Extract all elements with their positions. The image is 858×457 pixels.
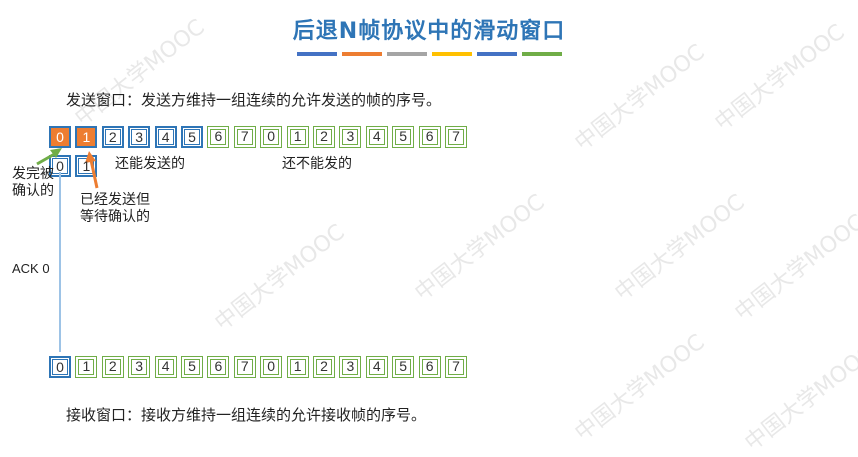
title-color-bar <box>342 52 382 56</box>
send-frame-cell: 1 <box>286 126 309 148</box>
recv-frame-seq: 3 <box>346 358 355 374</box>
green-arrow-head <box>50 148 62 158</box>
send-window-caption: 发送窗口：发送方维持一组连续的允许发送的帧的序号。 <box>66 91 442 109</box>
send-frame-cell: 2 <box>101 126 124 148</box>
recv-frame-seq: 4 <box>372 358 381 374</box>
send-frame-seq: 5 <box>399 128 408 144</box>
send-frame-seq: 6 <box>425 128 434 144</box>
send-frame-cell: 5 <box>392 126 415 148</box>
recv-frame-cell: 7 <box>233 356 256 378</box>
recv-frame-seq: 1 <box>293 358 302 374</box>
timeline-line <box>59 172 61 352</box>
send-frame-seq: 4 <box>161 129 170 145</box>
send-frame-cell: 3 <box>128 126 151 148</box>
send-frame-cell: 0 <box>49 126 71 148</box>
label-can-send: 还能发送的 <box>115 156 185 172</box>
send-frame-seq: 5 <box>188 129 196 145</box>
recv-frame-cell: 7 <box>445 356 467 378</box>
send-frame-seq: 0 <box>56 129 64 145</box>
recv-frame-cell: 3 <box>339 356 362 378</box>
title-color-bar <box>477 52 517 56</box>
recv-frame-cell: 0 <box>49 356 71 378</box>
send-frame-cell: 1 <box>75 126 98 148</box>
recv-frame-seq: 2 <box>108 358 117 374</box>
send-frame-seq: 3 <box>346 128 355 144</box>
ack-label: ACK 0 <box>12 261 50 276</box>
recv-frame-seq: 3 <box>135 358 144 374</box>
send-frame-seq: 3 <box>135 129 144 145</box>
send-frame-cell: 7 <box>233 126 256 148</box>
send-frame-seq: 6 <box>214 128 223 144</box>
recv-frame-cell: 5 <box>181 356 203 378</box>
recv-frame-cell: 1 <box>75 356 98 378</box>
send-frame-cell: 5 <box>181 126 203 148</box>
recv-frame-seq: 2 <box>320 358 328 374</box>
recv-window-row: 0 1 2 3 4 5 6 7 0 1 2 3 4 5 6 7 <box>49 356 479 378</box>
send-frame-cell: 0 <box>260 126 283 148</box>
recv-frame-seq: 0 <box>267 358 276 374</box>
ack-frame-seq: 1 <box>82 158 91 174</box>
recv-frame-seq: 0 <box>56 359 64 375</box>
recv-frame-cell: 4 <box>154 356 177 378</box>
ack-frame-seq: 0 <box>56 158 64 174</box>
recv-frame-cell: 5 <box>392 356 415 378</box>
recv-frame-seq: 7 <box>452 358 460 374</box>
label-cannot-send: 还不能发的 <box>282 156 352 172</box>
recv-frame-cell: 0 <box>260 356 283 378</box>
send-window-row: 0 1 2 3 4 5 6 7 0 1 2 3 4 5 6 7 <box>49 126 479 148</box>
title-color-bar <box>522 52 562 56</box>
send-frame-cell: 7 <box>445 126 467 148</box>
send-frame-cell: 2 <box>313 126 335 148</box>
title-color-bar <box>387 52 427 56</box>
recv-frame-seq: 4 <box>161 358 170 374</box>
send-frame-cell: 4 <box>154 126 177 148</box>
recv-frame-cell: 4 <box>365 356 388 378</box>
send-frame-seq: 2 <box>320 128 328 144</box>
recv-frame-cell: 6 <box>418 356 441 378</box>
recv-window-caption: 接收窗口：接收方维持一组连续的允许接收帧的序号。 <box>66 406 427 424</box>
title-color-bar <box>432 52 472 56</box>
title-color-bar <box>297 52 337 56</box>
recv-frame-cell: 1 <box>286 356 309 378</box>
send-frame-seq: 4 <box>372 128 381 144</box>
page-title: 后退N帧协议中的滑动窗口 <box>292 19 566 44</box>
orange-arrow <box>89 159 99 189</box>
send-frame-seq: 0 <box>267 128 276 144</box>
send-frame-seq: 7 <box>452 128 460 144</box>
send-frame-cell: 6 <box>418 126 441 148</box>
send-frame-cell: 6 <box>207 126 230 148</box>
label-sent-confirmed: 发完被 确认的 <box>12 166 54 199</box>
recv-frame-cell: 2 <box>101 356 124 378</box>
send-frame-cell: 4 <box>365 126 388 148</box>
recv-frame-seq: 1 <box>82 358 91 374</box>
recv-frame-seq: 5 <box>399 358 408 374</box>
recv-frame-cell: 6 <box>207 356 230 378</box>
send-frame-seq: 2 <box>108 129 117 145</box>
send-frame-seq: 7 <box>240 128 249 144</box>
recv-frame-seq: 7 <box>240 358 249 374</box>
send-frame-cell: 3 <box>339 126 362 148</box>
orange-arrow-head <box>85 151 96 163</box>
recv-frame-cell: 2 <box>313 356 335 378</box>
send-frame-seq: 1 <box>293 128 302 144</box>
label-sent-waiting: 已经发送但 等待确认的 <box>80 192 150 225</box>
recv-frame-seq: 5 <box>188 358 196 374</box>
recv-frame-cell: 3 <box>128 356 151 378</box>
recv-frame-seq: 6 <box>214 358 223 374</box>
annotation-arrows <box>36 148 99 189</box>
send-frame-seq: 1 <box>82 129 91 145</box>
recv-frame-seq: 6 <box>425 358 434 374</box>
